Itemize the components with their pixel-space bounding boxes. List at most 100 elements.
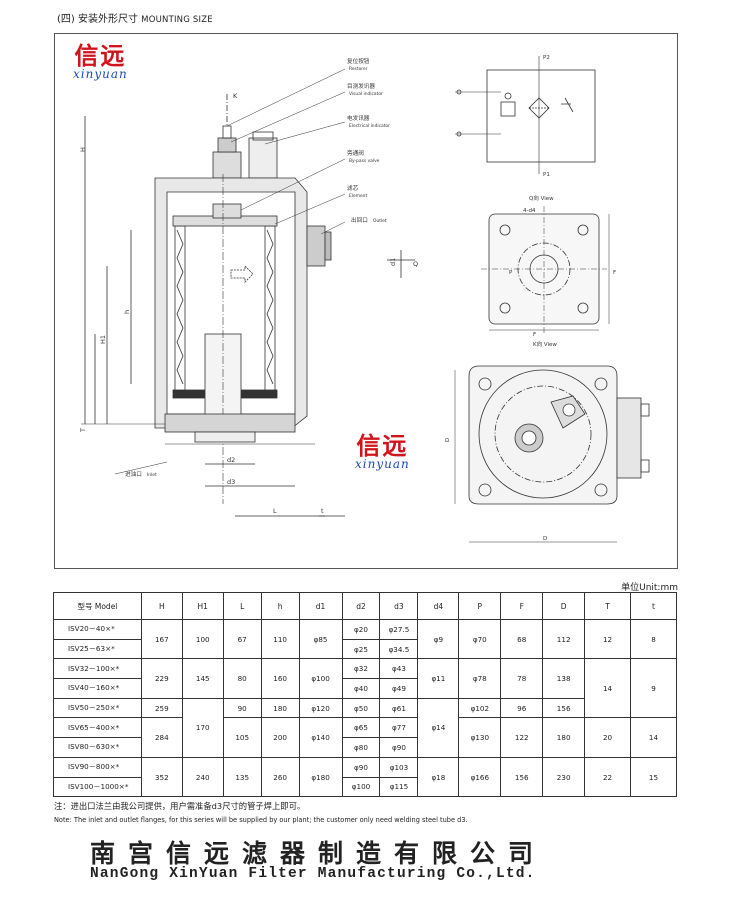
k-view-d-side: D	[445, 438, 451, 442]
col-header: d4	[417, 592, 460, 620]
cell-d4: φ9	[417, 618, 460, 660]
cell-P: φ70	[458, 618, 502, 660]
cell-h: 260	[260, 756, 300, 798]
model-cell: ISV20－40×*	[53, 619, 142, 640]
col-header: P	[458, 592, 502, 620]
cell-P: φ78	[458, 658, 502, 699]
col-header: 型号 Model	[53, 592, 142, 620]
logo-cn: 信远	[74, 41, 127, 70]
dim-label: H	[79, 147, 87, 152]
outlet-label-cn: 出回口	[351, 216, 368, 224]
cell-T: 12	[584, 618, 632, 660]
q-view-holes: 4-d4	[523, 208, 536, 214]
cell-H: 352	[140, 756, 183, 798]
cell-D: 156	[542, 697, 586, 719]
cell-d3: φ49	[379, 678, 419, 699]
table-row: ISV65－400×* 284 105 200 φ140 φ65 φ77 φ13…	[53, 717, 677, 758]
dim-label: T	[79, 428, 87, 433]
cell-d3: φ115	[379, 776, 419, 798]
cell-d1: φ100	[298, 658, 343, 699]
cell-d3: φ90	[379, 737, 419, 758]
model-cell: ISV40－160×*	[53, 678, 142, 699]
dim-label: d1	[389, 258, 397, 266]
inlet-label-en: Inlet	[147, 472, 157, 478]
cell-h: 110	[260, 618, 300, 660]
callout-element-en: Element	[349, 193, 367, 199]
k-view	[454, 365, 650, 543]
heading-en: MOUNTING SIZE	[141, 15, 213, 25]
cell-d1: φ120	[298, 697, 343, 719]
brand-logo-top: 信远 xinyuan	[73, 41, 128, 81]
dim-label: d3	[227, 478, 235, 486]
cell-P: φ102	[458, 697, 502, 719]
callout-visual-cn: 目测发讯器	[347, 82, 375, 90]
cell-d2: φ50	[341, 697, 381, 719]
cell-H: 229	[140, 658, 183, 699]
model-cell: ISV25－63×*	[53, 638, 142, 660]
table-row: ISV40－160×* φ40 φ49	[53, 678, 677, 699]
col-header: h	[260, 592, 300, 620]
col-header: d2	[341, 592, 381, 620]
cell-T: 20	[584, 717, 632, 758]
cell-d2: φ25	[341, 638, 381, 660]
col-header: d1	[298, 592, 343, 620]
spec-table: 型号 Model H H1 L h d1 d2 d3 d4 P F D T t …	[53, 592, 677, 798]
model-cell: ISV90－800×*	[53, 756, 142, 778]
cell-D: 180	[542, 717, 586, 758]
cell-H: 284	[140, 717, 183, 758]
cell-F: 122	[500, 717, 544, 758]
col-header: H1	[181, 592, 224, 620]
cell-L: 67	[222, 618, 262, 660]
callout-electrical-en: Electrical indicator	[349, 123, 390, 129]
col-header: F	[500, 592, 544, 620]
cell-L: 90	[222, 697, 262, 719]
cell-L: 105	[222, 717, 262, 758]
k-view-d: D	[543, 536, 547, 542]
model-cell: ISV65－400×*	[53, 717, 142, 739]
cell-d2: φ80	[341, 737, 381, 758]
cell-d2: φ40	[341, 678, 381, 699]
callout-restorer-en: Restorer	[349, 66, 368, 72]
dim-label: K	[233, 92, 238, 100]
col-header: L	[222, 592, 262, 620]
callout-bypass-cn: 旁通阀	[347, 149, 364, 157]
dim-label: d2	[227, 456, 235, 464]
inlet-label-cn: 进油口	[125, 470, 142, 478]
heading-cn: (四) 安装外形尺寸	[57, 14, 138, 25]
col-header: T	[584, 592, 632, 620]
dim-label: H1	[99, 335, 107, 344]
col-header: D	[542, 592, 586, 620]
cell-d1: φ180	[298, 756, 343, 798]
cell-L: 80	[222, 658, 262, 699]
table-row: ISV100－1000×* φ100 φ115	[53, 776, 677, 798]
dim-label: L	[273, 507, 277, 515]
model-cell: ISV32－100×*	[53, 658, 142, 680]
cell-F: 156	[500, 756, 544, 798]
cell-d3: φ77	[379, 717, 419, 739]
cell-F: 78	[500, 658, 544, 699]
table-row: ISV90－800×* 352 240 135 260 φ180 φ90 φ10…	[53, 756, 677, 798]
cell-d2: φ32	[341, 658, 381, 680]
logo-pinyin: xinyuan	[355, 457, 410, 471]
symbol-label-p1: P1	[543, 172, 550, 178]
cell-T: 14	[584, 658, 632, 719]
cell-d2: φ20	[341, 619, 381, 640]
k-view-label: K向 View	[533, 340, 557, 348]
cell-d3: φ34.5	[379, 638, 419, 660]
cell-d3: φ43	[379, 658, 419, 680]
cell-H1: 170	[181, 697, 224, 758]
cell-d2: φ100	[341, 776, 381, 798]
cell-t: 9	[630, 658, 677, 719]
cell-t: 14	[630, 717, 677, 758]
table-header-row: 型号 Model H H1 L h d1 d2 d3 d4 P F D T t	[53, 592, 677, 620]
cell-H: 167	[140, 618, 183, 660]
cell-h: 200	[260, 717, 300, 758]
col-header: t	[630, 592, 677, 620]
section-heading: (四) 安装外形尺寸 MOUNTING SIZE	[57, 10, 213, 25]
cell-d3: φ103	[379, 756, 419, 778]
cell-F: 96	[500, 697, 544, 719]
symbol-label-p2: P2	[543, 55, 550, 61]
hydraulic-symbol	[455, 56, 596, 174]
logo-pinyin: xinyuan	[73, 67, 128, 81]
q-view	[481, 206, 610, 334]
